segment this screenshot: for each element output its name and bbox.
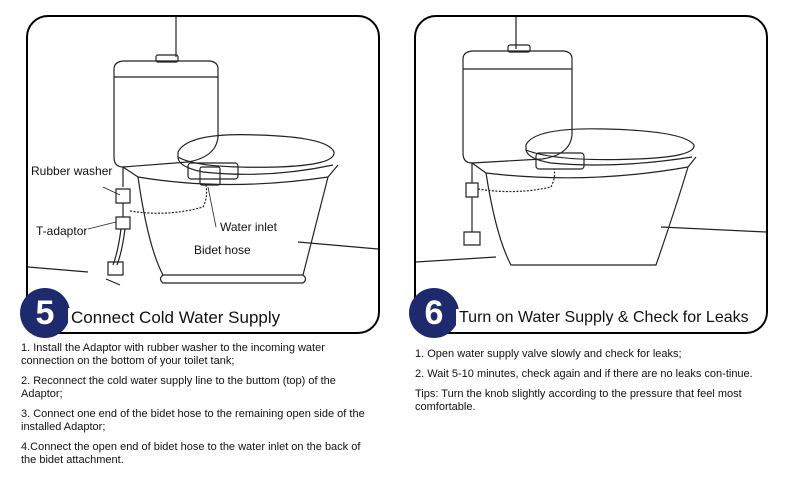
water-inlet-label: Water inlet [220, 220, 277, 234]
toilet-illustration-step-6 [416, 17, 766, 266]
step-5-instructions: 1. Install the Adaptor with rubber washe… [21, 342, 371, 474]
step-5-number-badge: 5 [20, 288, 70, 338]
step-5-instruction-1: 1. Install the Adaptor with rubber washe… [21, 342, 325, 367]
step-6-tip: Tips: Turn the knob slightly according t… [415, 388, 742, 413]
step-5-instruction-4: 4.Connect the open end of bidet hose to … [21, 441, 361, 466]
step-6-title: Turn on Water Supply & Check for Leaks [456, 309, 752, 327]
step-6-instructions: 1. Open water supply valve slowly and ch… [415, 348, 765, 421]
bidet-hose-label: Bidet hose [194, 243, 251, 257]
t-adaptor-label: T-adaptor [36, 224, 88, 238]
step-5-illustration-panel: Rubber washer T-adaptor Water inlet Bide… [26, 15, 380, 334]
step-5-title: Connect Cold Water Supply [68, 308, 284, 328]
step-6-instruction-1: 1. Open water supply valve slowly and ch… [415, 348, 682, 360]
step-6-number-badge: 6 [409, 288, 459, 338]
rubber-washer-label: Rubber washer [31, 164, 113, 178]
toilet-illustration-step-5 [28, 17, 378, 286]
step-5-instruction-3: 3. Connect one end of the bidet hose to … [21, 408, 365, 433]
step-6-instruction-2: 2. Wait 5-10 minutes, check again and if… [415, 368, 753, 380]
step-6-illustration-panel [414, 15, 768, 334]
step-5-instruction-2: 2. Reconnect the cold water supply line … [21, 375, 336, 400]
